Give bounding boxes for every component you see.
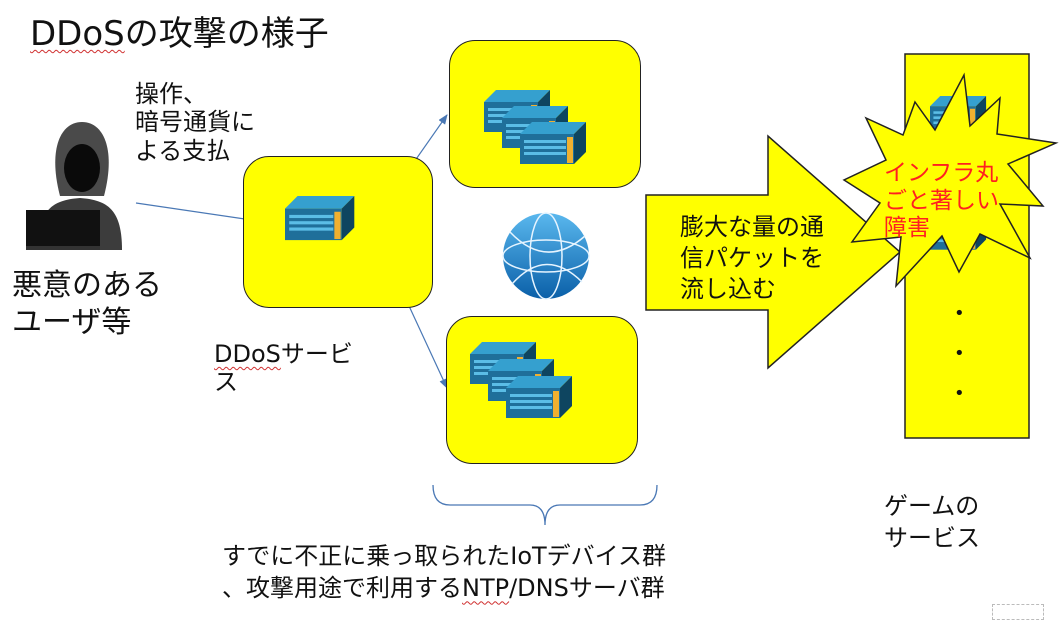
ddos-service-term: DDoS [214,340,281,368]
server-stack-upper [484,90,586,164]
big-arrow-shape [645,134,902,370]
page-title-term: DDoS [30,14,125,54]
group-bracket [432,484,658,526]
big-arrow-label: 膨大な量の通 信パケットを 流し込む [680,213,824,304]
ellipsis-dot: • [954,303,965,324]
ddos-service-label: DDoSサービ ス [214,340,353,397]
ellipsis-dot: • [954,343,965,364]
internet-globe-icon [502,212,590,300]
hijacked-group-line2-post: /DNSサーバ群 [509,574,665,603]
server-stack-lower [470,342,572,418]
attacker-action-label: 操作、 暗号通貨に よる支払 [135,80,255,165]
ddos-service-rest: サービ ス [214,340,353,397]
hijacked-group-line1: すでに不正に乗っ取られたIoTデバイス群 [222,542,666,570]
hijacked-group-line2: 、攻撃用途で利用するNTP/DNSサーバ群 [222,572,666,604]
failure-burst-shape [842,72,1059,289]
hacker-icon [26,122,122,250]
game-service-label: ゲームの サービス [884,492,980,553]
game-service-dots: • • • [954,294,974,414]
page-title-rest: の攻撃の様子 [124,14,329,54]
ellipsis-dot: • [954,383,965,404]
failure-burst-label: インフラ丸 ごと著しい 障害 [884,160,999,242]
hijacked-group-line2-pre: 、攻撃用途で利用する [222,574,462,603]
hijacked-group-label: すでに不正に乗っ取られたIoTデバイス群 、攻撃用途で利用するNTP/DNSサー… [222,540,666,605]
hijacked-group-line2-term: NTP [462,574,510,603]
corner-placeholder [992,604,1044,620]
ddos-server-icon [285,196,355,241]
attacker-label: 悪意のある ユーザ等 [12,268,162,340]
page-title: DDoSの攻撃の様子 [30,14,329,55]
